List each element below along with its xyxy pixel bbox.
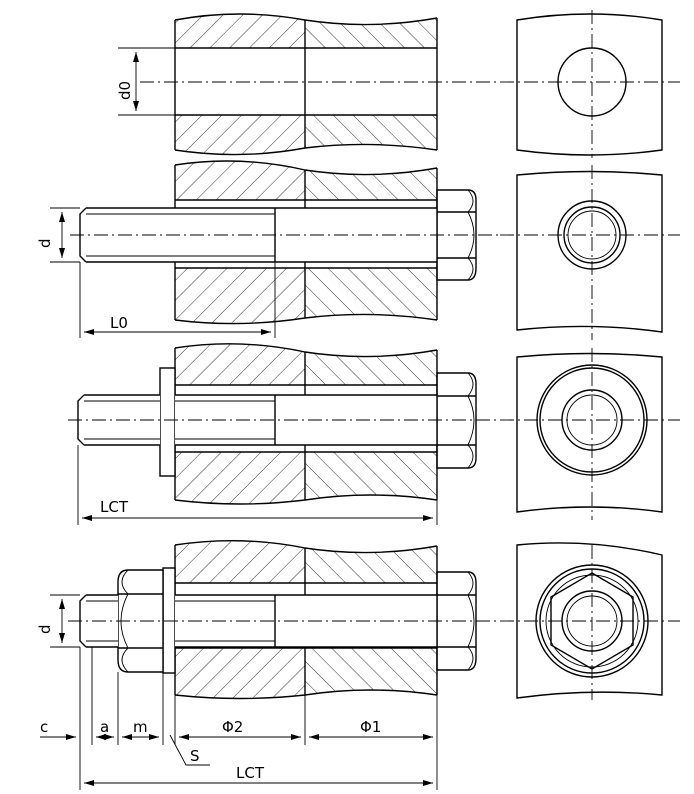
label-lct-view4: LCT bbox=[236, 764, 265, 782]
label-l0: L0 bbox=[110, 314, 128, 332]
label-a: a bbox=[100, 718, 109, 736]
label-phi1: Φ1 bbox=[360, 718, 381, 736]
label-m: m bbox=[133, 718, 148, 736]
view-3-bolt-washer: LCT bbox=[68, 343, 500, 525]
view-2-bolt: d L0 bbox=[36, 160, 500, 338]
view-4-bolt-nut: d c a m Φ2 Φ1 S LCT bbox=[36, 539, 500, 790]
side-view-2 bbox=[500, 165, 680, 340]
label-c: c bbox=[40, 718, 48, 736]
side-view-3 bbox=[500, 348, 680, 520]
label-lct-view3: LCT bbox=[100, 498, 129, 516]
view-1-hole: d0 bbox=[116, 13, 500, 156]
label-d-view2: d bbox=[36, 238, 54, 248]
hex-nut-outline bbox=[550, 572, 634, 670]
label-phi2: Φ2 bbox=[222, 718, 243, 736]
side-view-1 bbox=[500, 10, 680, 158]
label-s: S bbox=[190, 747, 200, 765]
label-d-view4: d bbox=[36, 624, 54, 634]
label-d0: d0 bbox=[116, 81, 134, 100]
side-view-4 bbox=[500, 542, 680, 700]
